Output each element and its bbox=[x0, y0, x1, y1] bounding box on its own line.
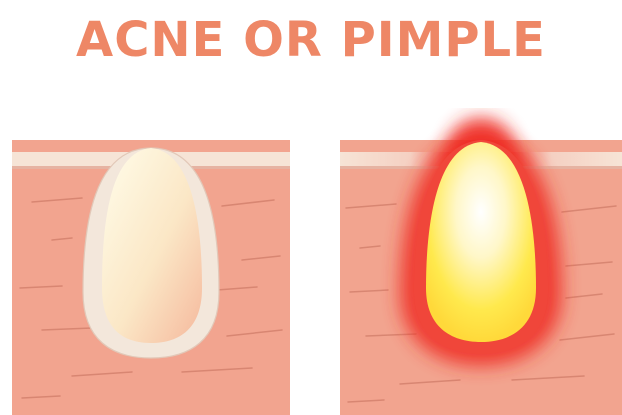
page-title: ACNE OR PIMPLE bbox=[0, 8, 622, 72]
pimple-skin-panel bbox=[340, 108, 622, 415]
acne-skin-panel bbox=[12, 140, 290, 415]
